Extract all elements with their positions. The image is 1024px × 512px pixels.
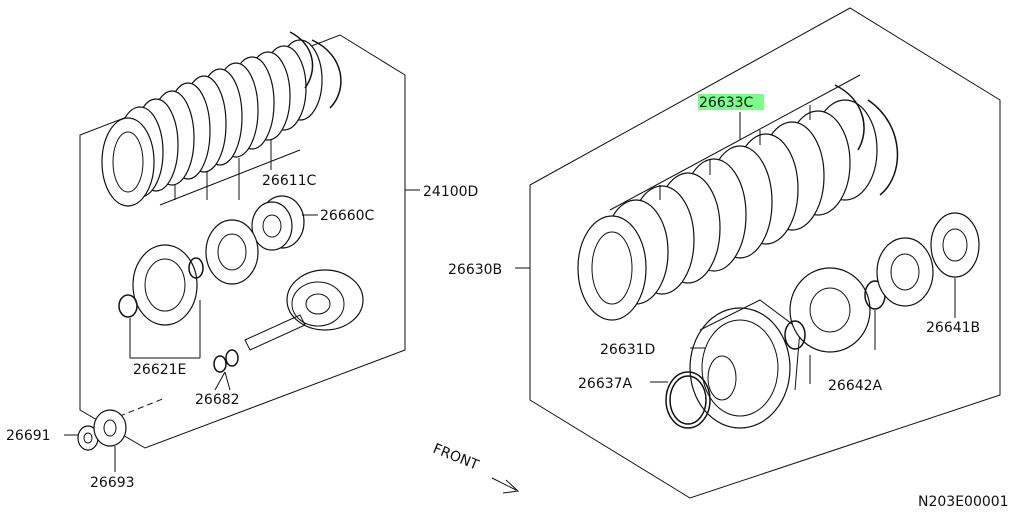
highlight-26633C xyxy=(698,94,764,110)
drum-shaft-assembly xyxy=(213,269,364,391)
return-spring-26641B xyxy=(876,212,980,318)
label-26641B: 26641B xyxy=(926,320,980,336)
label-26691: 26691 xyxy=(6,428,51,444)
left-assembly-group xyxy=(64,31,420,472)
label-24100D: 24100D xyxy=(423,184,478,200)
left-assembly-outline xyxy=(79,34,406,449)
drum-26631D xyxy=(689,299,801,429)
leaders-26611C xyxy=(159,140,301,206)
drawing-id: N203E00001 xyxy=(918,494,1009,510)
right-assembly-group xyxy=(515,7,1001,499)
label-26630B: 26630B xyxy=(448,262,502,278)
clutch-plate-stack-26611C xyxy=(101,31,342,207)
label-26693: 26693 xyxy=(90,475,135,491)
front-label: FRONT xyxy=(431,441,482,474)
label-26642A: 26642A xyxy=(828,378,883,394)
right-assembly-outline xyxy=(529,7,1001,499)
label-26611C: 26611C xyxy=(262,173,317,189)
bolt-washer-26691-26693 xyxy=(64,397,166,472)
piston-drum-26621E xyxy=(118,219,259,359)
piston-26642A xyxy=(784,267,886,384)
gear-hub-26660C xyxy=(251,195,318,251)
label-26660C: 26660C xyxy=(320,208,375,224)
label-26621E: 26621E xyxy=(133,362,186,378)
leaders-26633C xyxy=(515,74,861,269)
label-26633C: 26633C xyxy=(699,95,754,111)
snap-ring-26637A xyxy=(650,371,711,429)
clutch-plate-stack-26633C xyxy=(577,84,899,321)
front-arrow-icon xyxy=(491,477,520,494)
label-26682: 26682 xyxy=(195,392,240,408)
label-26631D: 26631D xyxy=(600,342,655,358)
label-26637A: 26637A xyxy=(578,376,633,392)
